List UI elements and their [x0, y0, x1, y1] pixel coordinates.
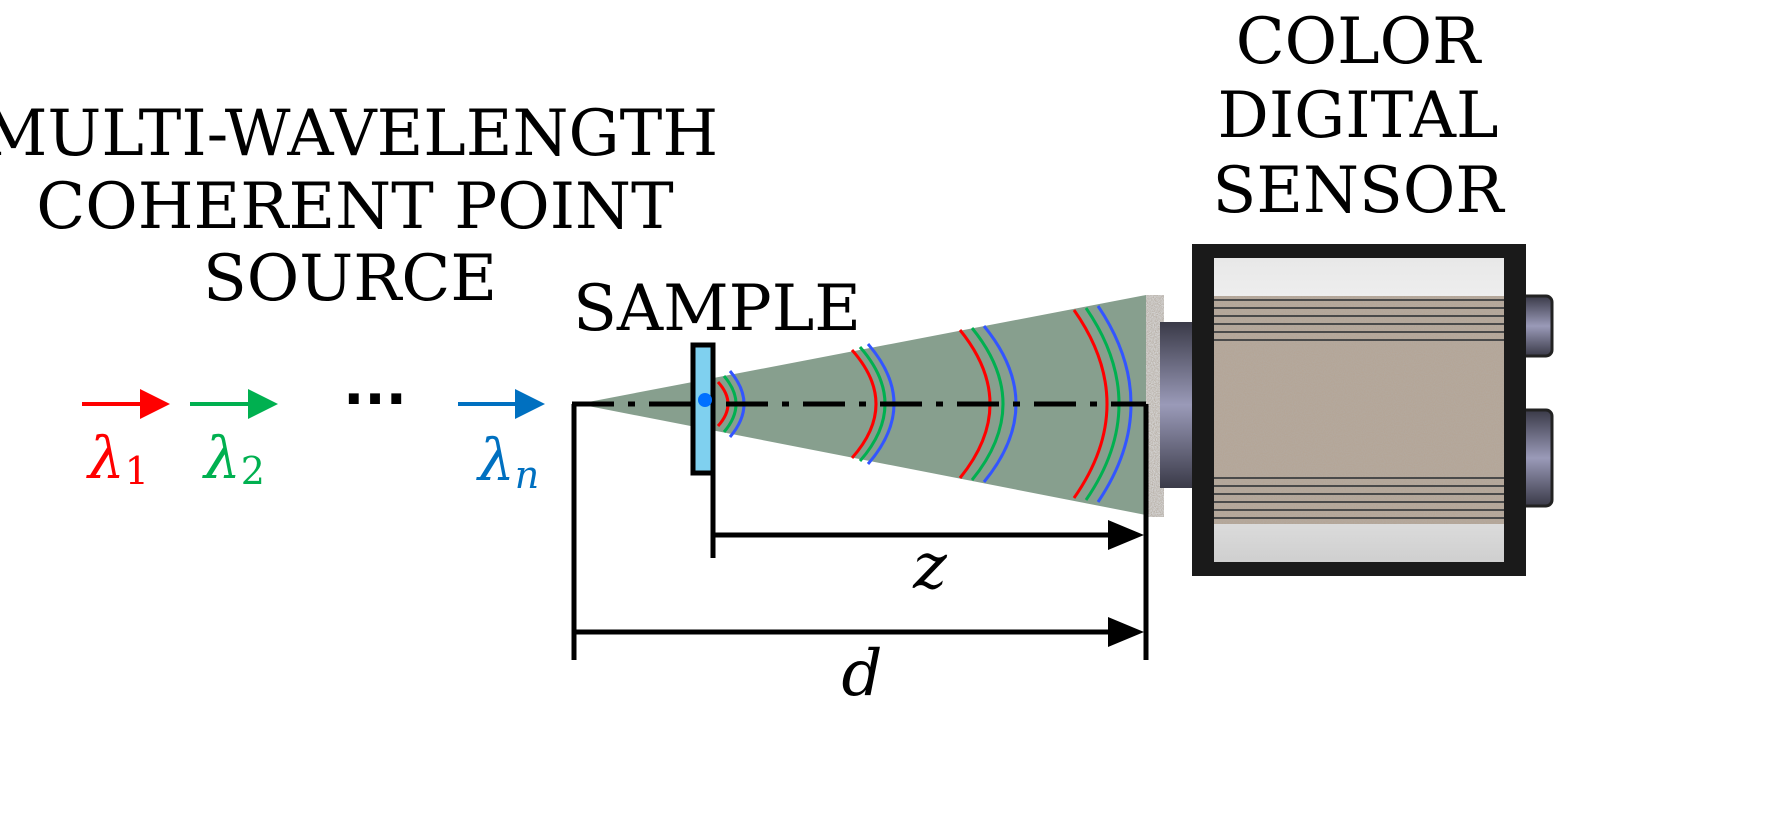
source-label-line1: MULTI-WAVELENGTH: [0, 97, 718, 171]
ellipsis: ···: [343, 367, 407, 432]
sensor-label: COLOR DIGITAL SENSOR: [1212, 5, 1505, 228]
camera-sensor-texture: [1214, 296, 1504, 524]
camera-left-band: [1192, 244, 1214, 576]
dimension-lines: [571, 404, 1149, 660]
sample: [690, 342, 716, 476]
sensor-label-line3: SENSOR: [1212, 154, 1505, 228]
wavelength-label-1: λ1: [86, 424, 149, 493]
wavelength-arrows: λ1 λ2 ··· λn: [82, 367, 545, 497]
sample-point: [698, 393, 712, 407]
dimension-d: d: [574, 617, 1144, 711]
wavelength-label-2: λ2: [202, 424, 265, 493]
wavelength-arrow-n: λn: [458, 389, 545, 497]
sensor-label-line1: COLOR: [1236, 5, 1482, 79]
camera-stripes: [1214, 299, 1504, 519]
camera: [1160, 244, 1554, 576]
dimension-z-label: z: [912, 530, 948, 604]
sample-label: SAMPLE: [573, 272, 861, 346]
wavelength-arrow-2: λ2: [190, 389, 278, 493]
wavelength-arrow-1: λ1: [82, 389, 170, 493]
source-label: MULTI-WAVELENGTH COHERENT POINT SOURCE: [0, 97, 718, 316]
camera-lens-mount: [1160, 322, 1194, 488]
dimension-d-label: d: [842, 637, 883, 711]
source-label-line2: COHERENT POINT: [36, 170, 674, 244]
camera-right-band: [1504, 244, 1526, 576]
sensor-label-line2: DIGITAL: [1218, 79, 1499, 153]
source-label-line3: SOURCE: [203, 242, 497, 316]
wavelength-label-n: λn: [476, 426, 539, 497]
dimension-z: z: [713, 520, 1144, 604]
sensor-surface-texture: [1146, 295, 1164, 517]
